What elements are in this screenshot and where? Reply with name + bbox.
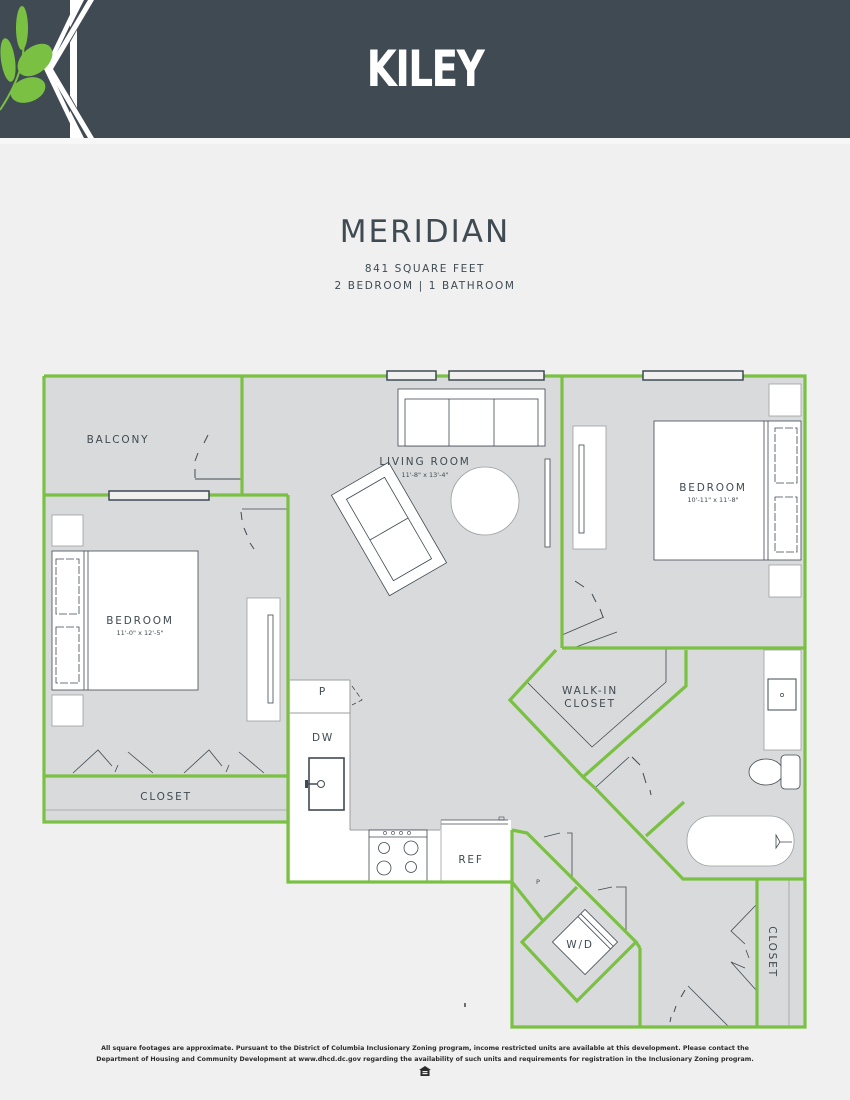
living-room: LIVING ROOM 11'-8" x 13'-4": [330, 388, 551, 597]
bed-bath-count: 2 BEDROOM | 1 BATHROOM: [334, 280, 516, 292]
bathroom: [595, 649, 802, 867]
windows: [108, 370, 744, 501]
header-banner: KILEY: [0, 0, 850, 138]
walk-in-closet-label-line1: WALK-IN: [562, 685, 618, 697]
walls: [42, 374, 807, 1029]
dishwasher-label: DW: [312, 732, 334, 744]
right-bedroom-label: BEDROOM: [679, 482, 746, 494]
hall-pantry-label: P: [536, 878, 540, 886]
floorplan-title: MERIDIAN: [339, 214, 511, 250]
left-bedroom-label: BEDROOM: [106, 615, 173, 627]
equal-housing-opportunity-icon: [419, 1066, 431, 1076]
balcony: BALCONY: [87, 434, 242, 480]
header-divider: [0, 138, 850, 144]
laundry-hall: W/D P CLOSET: [536, 832, 790, 1028]
bedroom-right: BEDROOM 10'-11" x 11'-8": [561, 383, 802, 648]
disclaimer-line-1: All square footages are approximate. Pur…: [101, 1045, 749, 1052]
square-footage: 841 SQUARE FEET: [364, 263, 486, 275]
legal-disclaimer: All square footages are approximate. Pur…: [90, 1043, 760, 1065]
living-room-label: LIVING ROOM: [379, 456, 470, 468]
kitchen-pantry-label: P: [319, 686, 327, 698]
left-closet-label: CLOSET: [140, 791, 192, 803]
kitchen: P DW REF: [290, 679, 512, 883]
walk-in-closet: WALK-IN CLOSET: [526, 649, 667, 748]
left-bedroom-dimensions: 11'-0" x 12'-5": [116, 629, 163, 637]
walk-in-closet-label-line2: CLOSET: [564, 698, 616, 710]
bedroom-left: BEDROOM 11'-0" x 12'-5" CLOSET: [44, 508, 288, 811]
living-room-dimensions: 11'-8" x 13'-4": [401, 471, 448, 479]
balcony-label: BALCONY: [87, 434, 150, 446]
floor-fill: [44, 376, 805, 1027]
washer-dryer-label: W/D: [566, 939, 593, 951]
kiley-leaf-logo-icon: [0, 0, 94, 138]
right-closet-label: CLOSET: [766, 926, 778, 978]
disclaimer-line-2: Department of Housing and Community Deve…: [96, 1056, 754, 1063]
right-bedroom-dimensions: 10'-11" x 11'-8": [687, 496, 738, 504]
refrigerator-label: REF: [458, 854, 483, 866]
brand-wordmark: KILEY: [366, 40, 485, 98]
